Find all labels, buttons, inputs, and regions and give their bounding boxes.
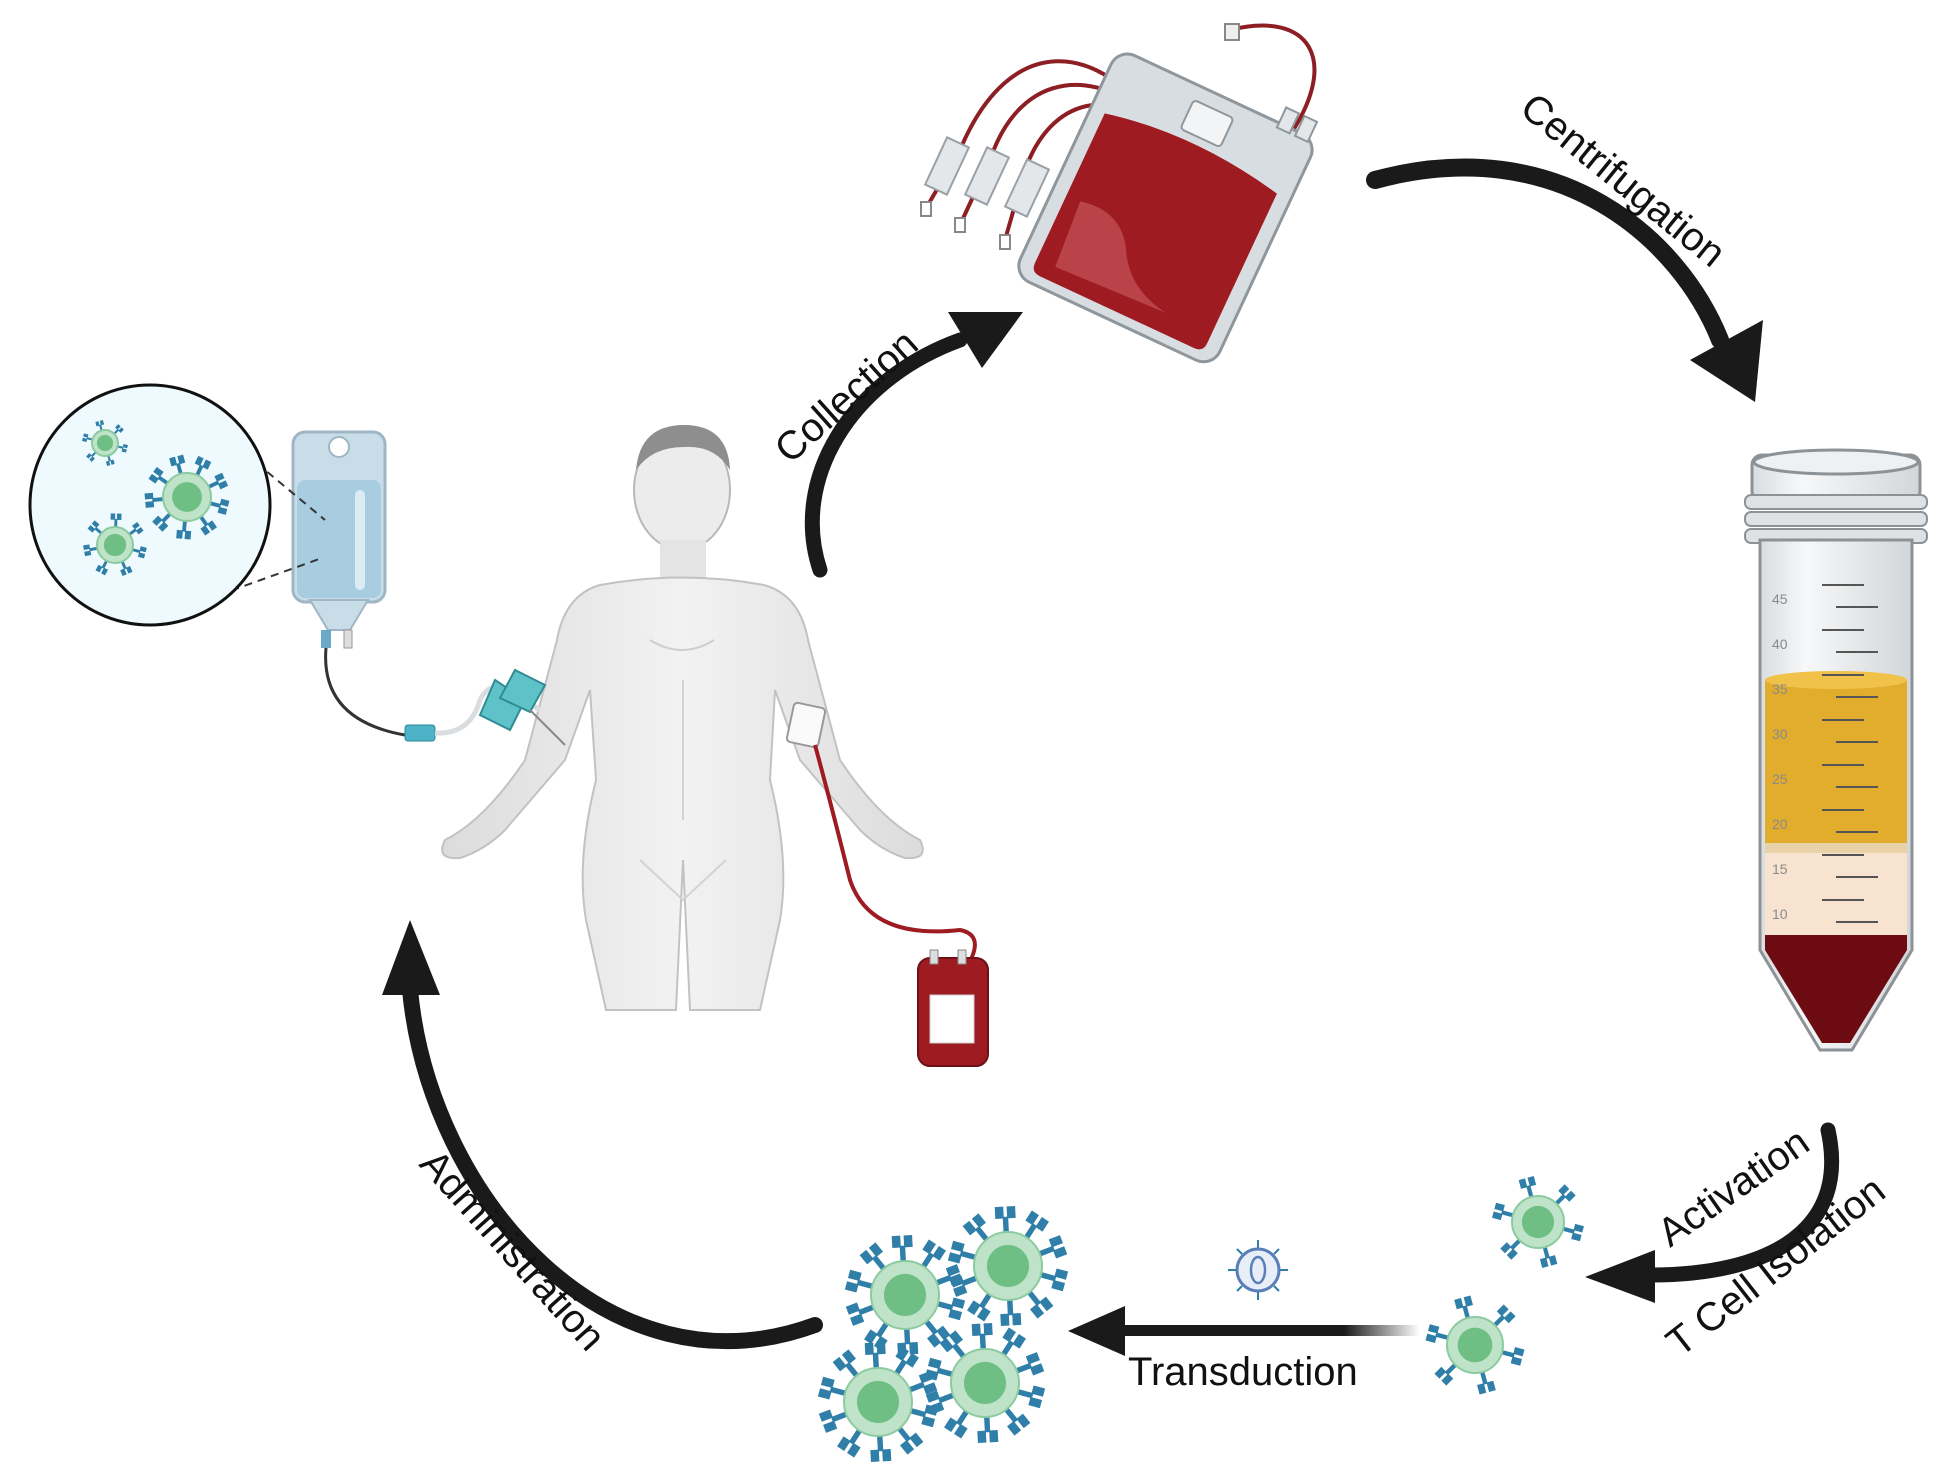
tube-tick-35: 35 (1772, 681, 1788, 697)
collection-arrowhead (948, 312, 1023, 368)
activation-arrowhead (1585, 1250, 1655, 1303)
blood-bag-icon (920, 23, 1319, 364)
transduction-label: Transduction (1128, 1350, 1358, 1394)
centrifuge-tube-icon: 45 40 35 30 25 20 15 10 (1744, 448, 1928, 1052)
car-t-cell-2 (947, 1206, 1069, 1326)
transduction-arrow (1115, 1325, 1420, 1336)
virus-icon (1228, 1240, 1288, 1300)
magnified-cell-1 (82, 420, 128, 466)
transduction-arrowhead (1068, 1306, 1125, 1356)
magnified-cell-2 (144, 454, 230, 540)
tube-tick-20: 20 (1772, 816, 1788, 832)
cycle-arrows (382, 158, 1840, 1356)
patient-body-icon (441, 425, 924, 1011)
administration-label: Administration (411, 1142, 613, 1360)
centrifugation-arrow (1366, 158, 1729, 349)
administration-arrow (402, 982, 823, 1350)
tube-tick-45: 45 (1772, 591, 1788, 607)
tube-tick-10: 10 (1772, 906, 1788, 922)
car-t-cell-4 (924, 1323, 1046, 1443)
tube-tick-40: 40 (1772, 636, 1788, 652)
administration-arrowhead (382, 920, 440, 995)
isolated-t-cell-1 (1492, 1176, 1584, 1268)
car-t-cell-3 (817, 1342, 939, 1462)
tube-tick-25: 25 (1772, 771, 1788, 787)
iv-bag-icon (291, 430, 566, 746)
small-blood-bag-icon (785, 701, 989, 1067)
activation-arrow (1642, 1122, 1840, 1283)
tube-tick-15: 15 (1772, 861, 1788, 877)
collection-label: Collection (767, 321, 927, 471)
car-t-cell-1 (844, 1235, 966, 1355)
centrifugation-arrowhead (1690, 320, 1763, 402)
magnified-cell-3 (83, 513, 147, 577)
tube-tick-30: 30 (1772, 726, 1788, 742)
t-cells (82, 420, 1584, 1462)
isolated-t-cell-2 (1425, 1295, 1525, 1395)
collection-arrow (804, 332, 968, 578)
